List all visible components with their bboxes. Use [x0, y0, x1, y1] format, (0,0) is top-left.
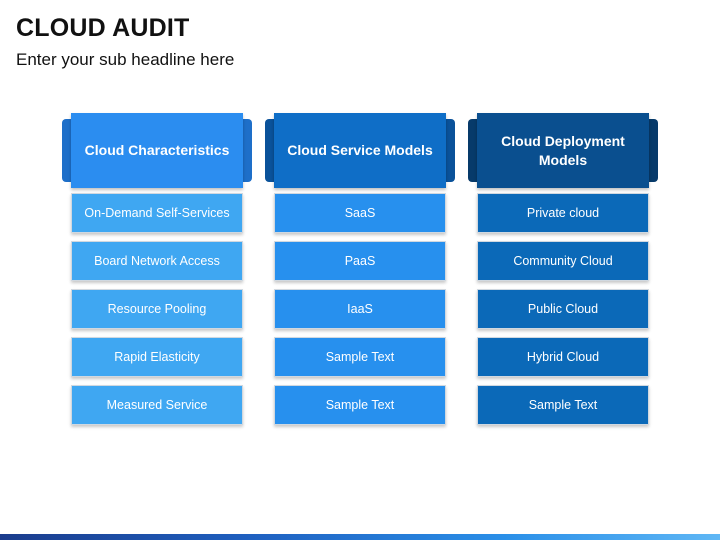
header-left-tab	[265, 119, 274, 182]
column-header: Cloud Service Models	[274, 113, 446, 188]
list-item: Measured Service	[71, 385, 243, 425]
column-items: On-Demand Self-Services Board Network Ac…	[62, 193, 252, 425]
header-left-tab	[62, 119, 71, 182]
list-item: Community Cloud	[477, 241, 649, 281]
header-left-tab	[468, 119, 477, 182]
slide-subtitle: Enter your sub headline here	[16, 50, 235, 69]
header-right-tab	[446, 119, 455, 182]
header-right-tab	[649, 119, 658, 182]
list-item: PaaS	[274, 241, 446, 281]
list-item: Hybrid Cloud	[477, 337, 649, 377]
column-items: Private cloud Community Cloud Public Clo…	[468, 193, 658, 425]
list-item: SaaS	[274, 193, 446, 233]
column-header-label: Cloud Deployment Models	[501, 132, 625, 168]
list-item: Private cloud	[477, 193, 649, 233]
column-header-wrap: Cloud Service Models	[265, 113, 455, 188]
column-header: Cloud Deployment Models	[477, 113, 649, 188]
list-item: Board Network Access	[71, 241, 243, 281]
column-header-label: Cloud Service Models	[287, 142, 433, 158]
column-header: Cloud Characteristics	[71, 113, 243, 188]
list-item: Sample Text	[477, 385, 649, 425]
list-item: Sample Text	[274, 337, 446, 377]
list-item: Sample Text	[274, 385, 446, 425]
list-item: Resource Pooling	[71, 289, 243, 329]
column-cloud-characteristics: Cloud Characteristics On-Demand Self-Ser…	[62, 113, 252, 433]
slide-title: CLOUD AUDIT	[16, 14, 190, 42]
bottom-accent-bar	[0, 534, 720, 540]
list-item: On-Demand Self-Services	[71, 193, 243, 233]
column-header-label: Cloud Characteristics	[84, 142, 230, 158]
column-items: SaaS PaaS IaaS Sample Text Sample Text	[265, 193, 455, 425]
list-item: Rapid Elasticity	[71, 337, 243, 377]
list-item: Public Cloud	[477, 289, 649, 329]
header-right-tab	[243, 119, 252, 182]
list-item: IaaS	[274, 289, 446, 329]
column-header-wrap: Cloud Characteristics	[62, 113, 252, 188]
column-cloud-deployment-models: Cloud Deployment Models Private cloud Co…	[468, 113, 658, 433]
column-cloud-service-models: Cloud Service Models SaaS PaaS IaaS Samp…	[265, 113, 455, 433]
column-header-wrap: Cloud Deployment Models	[468, 113, 658, 188]
